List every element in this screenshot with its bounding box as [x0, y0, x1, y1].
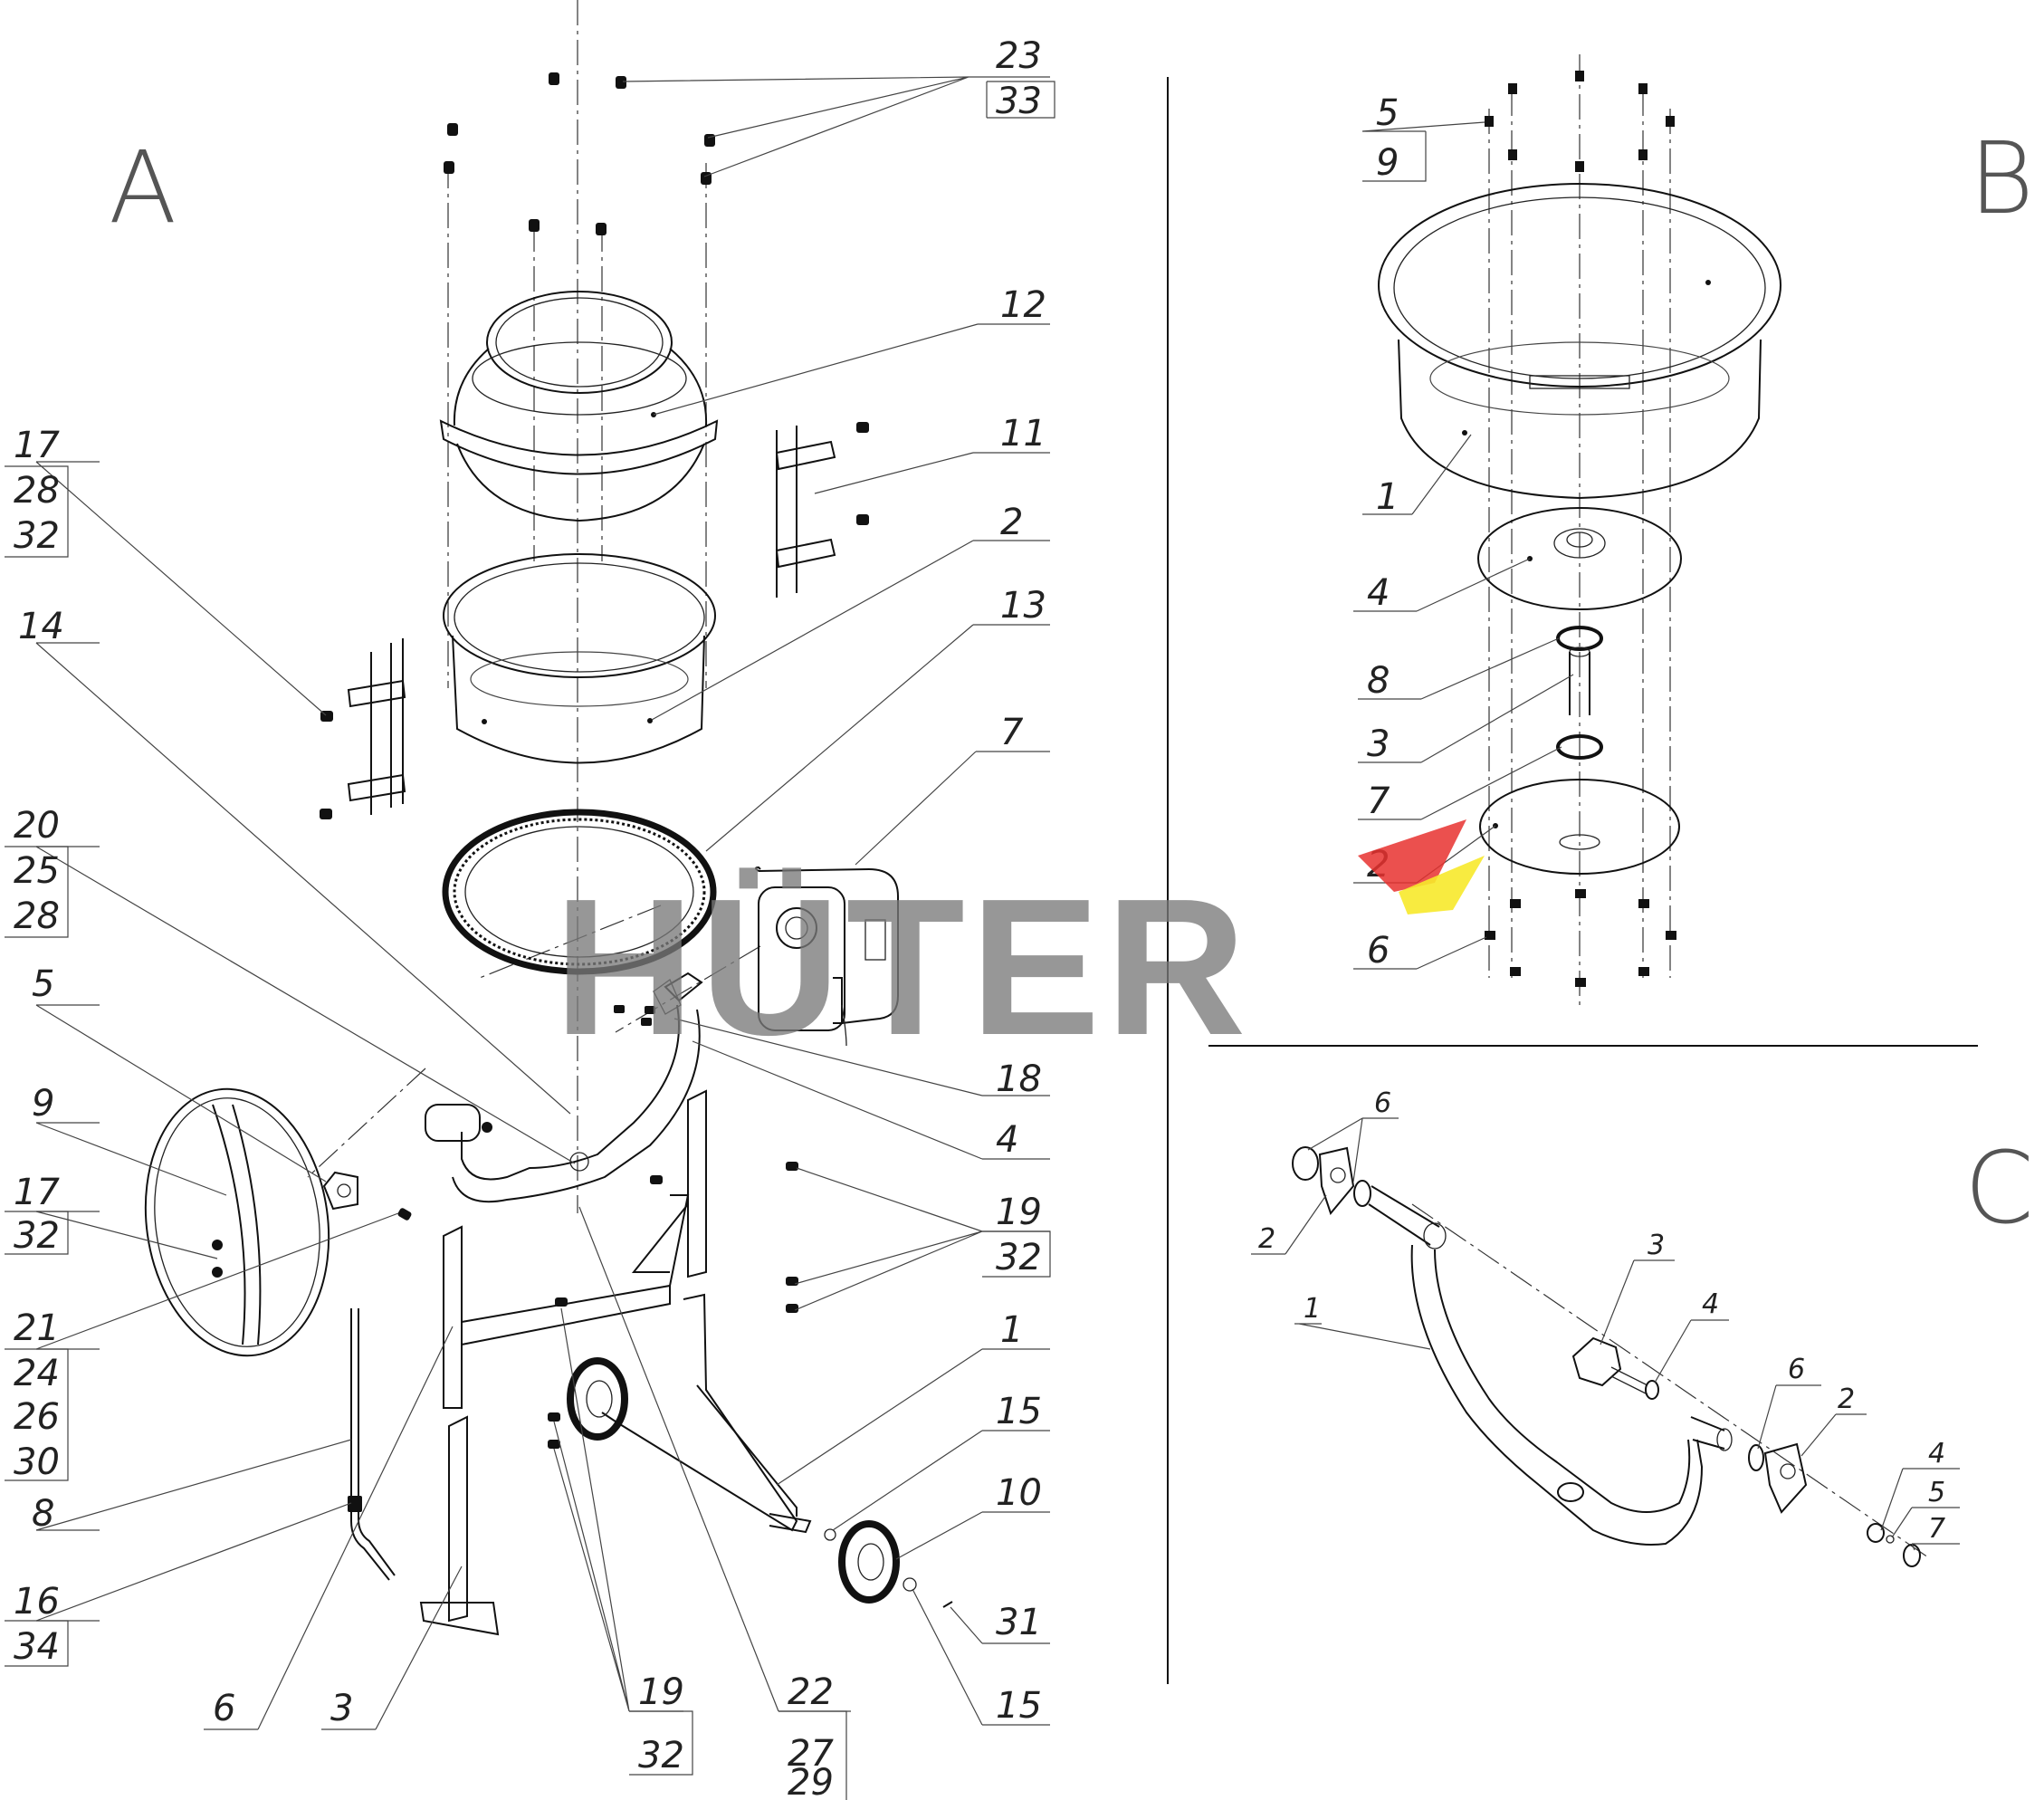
- label-c-6b: 6: [1788, 1354, 1805, 1385]
- label-a-28: 28: [14, 470, 60, 512]
- label-a-12: 12: [1000, 284, 1046, 326]
- section-letter-c: C: [1964, 1130, 2034, 1246]
- label-a-9: 9: [32, 1083, 54, 1125]
- label-a-2: 2: [1000, 502, 1023, 543]
- label-a-17b: 17: [14, 1172, 60, 1213]
- label-a-10: 10: [996, 1472, 1042, 1514]
- label-a-32c: 32: [638, 1735, 684, 1776]
- section-a-drawing: 23 33 12 11 2 13 7 17 28 32 14 20 25 28 …: [5, 0, 1055, 1800]
- label-c-6: 6: [1374, 1087, 1391, 1119]
- label-c-3: 3: [1648, 1230, 1665, 1261]
- label-b-4: 4: [1367, 572, 1390, 614]
- section-b-drawing: 5 9 1 4 8 3 7 2 6: [1353, 54, 1781, 1005]
- label-a-15: 15: [996, 1391, 1042, 1432]
- label-b-6: 6: [1367, 930, 1390, 972]
- label-a-31: 31: [996, 1602, 1042, 1643]
- label-b-7: 7: [1367, 780, 1390, 822]
- label-a-14: 14: [18, 606, 64, 647]
- label-a-7: 7: [1000, 712, 1024, 753]
- watermark-accent-red: [1358, 819, 1466, 892]
- huter-watermark: HÜTER: [554, 819, 1485, 1076]
- label-a-4: 4: [996, 1119, 1018, 1161]
- label-c-4b: 4: [1928, 1438, 1945, 1470]
- label-b-8: 8: [1367, 660, 1390, 702]
- label-c-2b: 2: [1838, 1384, 1855, 1415]
- label-a-18: 18: [996, 1058, 1042, 1100]
- label-a-11: 11: [1000, 413, 1046, 455]
- label-b-3: 3: [1367, 723, 1390, 765]
- label-a-30: 30: [14, 1441, 60, 1483]
- label-a-33: 33: [996, 81, 1042, 122]
- label-a-17: 17: [14, 425, 60, 466]
- label-a-23: 23: [996, 35, 1042, 77]
- label-a-22: 22: [788, 1671, 834, 1713]
- label-a-13: 13: [1000, 585, 1046, 627]
- label-a-25: 25: [14, 850, 60, 892]
- label-a-15b: 15: [996, 1685, 1042, 1727]
- label-a-21: 21: [14, 1307, 60, 1349]
- label-a-5: 5: [32, 963, 54, 1005]
- watermark-accent-yellow: [1399, 856, 1485, 914]
- label-c-4: 4: [1702, 1288, 1719, 1320]
- section-letter-b: B: [1969, 120, 2034, 236]
- label-c-2: 2: [1258, 1223, 1275, 1255]
- label-a-29: 29: [788, 1762, 834, 1800]
- label-b-1: 1: [1376, 476, 1399, 518]
- section-letter-a: A: [109, 129, 177, 245]
- label-b-9: 9: [1376, 142, 1399, 184]
- label-a-32b: 32: [14, 1215, 60, 1257]
- label-a-19b: 19: [996, 1192, 1042, 1233]
- label-a-32d: 32: [996, 1237, 1042, 1278]
- label-a-3: 3: [330, 1688, 353, 1729]
- label-a-26: 26: [14, 1396, 60, 1438]
- label-c-1: 1: [1304, 1293, 1321, 1325]
- label-b-5: 5: [1376, 92, 1399, 134]
- label-a-8: 8: [32, 1493, 54, 1535]
- label-c-5: 5: [1928, 1477, 1945, 1508]
- label-a-28b: 28: [14, 895, 60, 937]
- label-a-27: 27: [788, 1733, 834, 1775]
- label-a-20: 20: [14, 805, 60, 847]
- watermark-text: HÜTER: [554, 857, 1252, 1076]
- label-c-7: 7: [1928, 1513, 1945, 1545]
- label-a-19: 19: [638, 1671, 684, 1713]
- label-a-16: 16: [14, 1581, 60, 1623]
- label-a-34: 34: [14, 1626, 60, 1668]
- label-a-6: 6: [213, 1688, 235, 1729]
- label-a-1: 1: [1000, 1309, 1023, 1351]
- section-c-drawing: 6 2 3 1 4 6 2 4 5 7: [1251, 1087, 1960, 1567]
- label-a-24: 24: [14, 1353, 60, 1394]
- label-a-32: 32: [14, 515, 60, 557]
